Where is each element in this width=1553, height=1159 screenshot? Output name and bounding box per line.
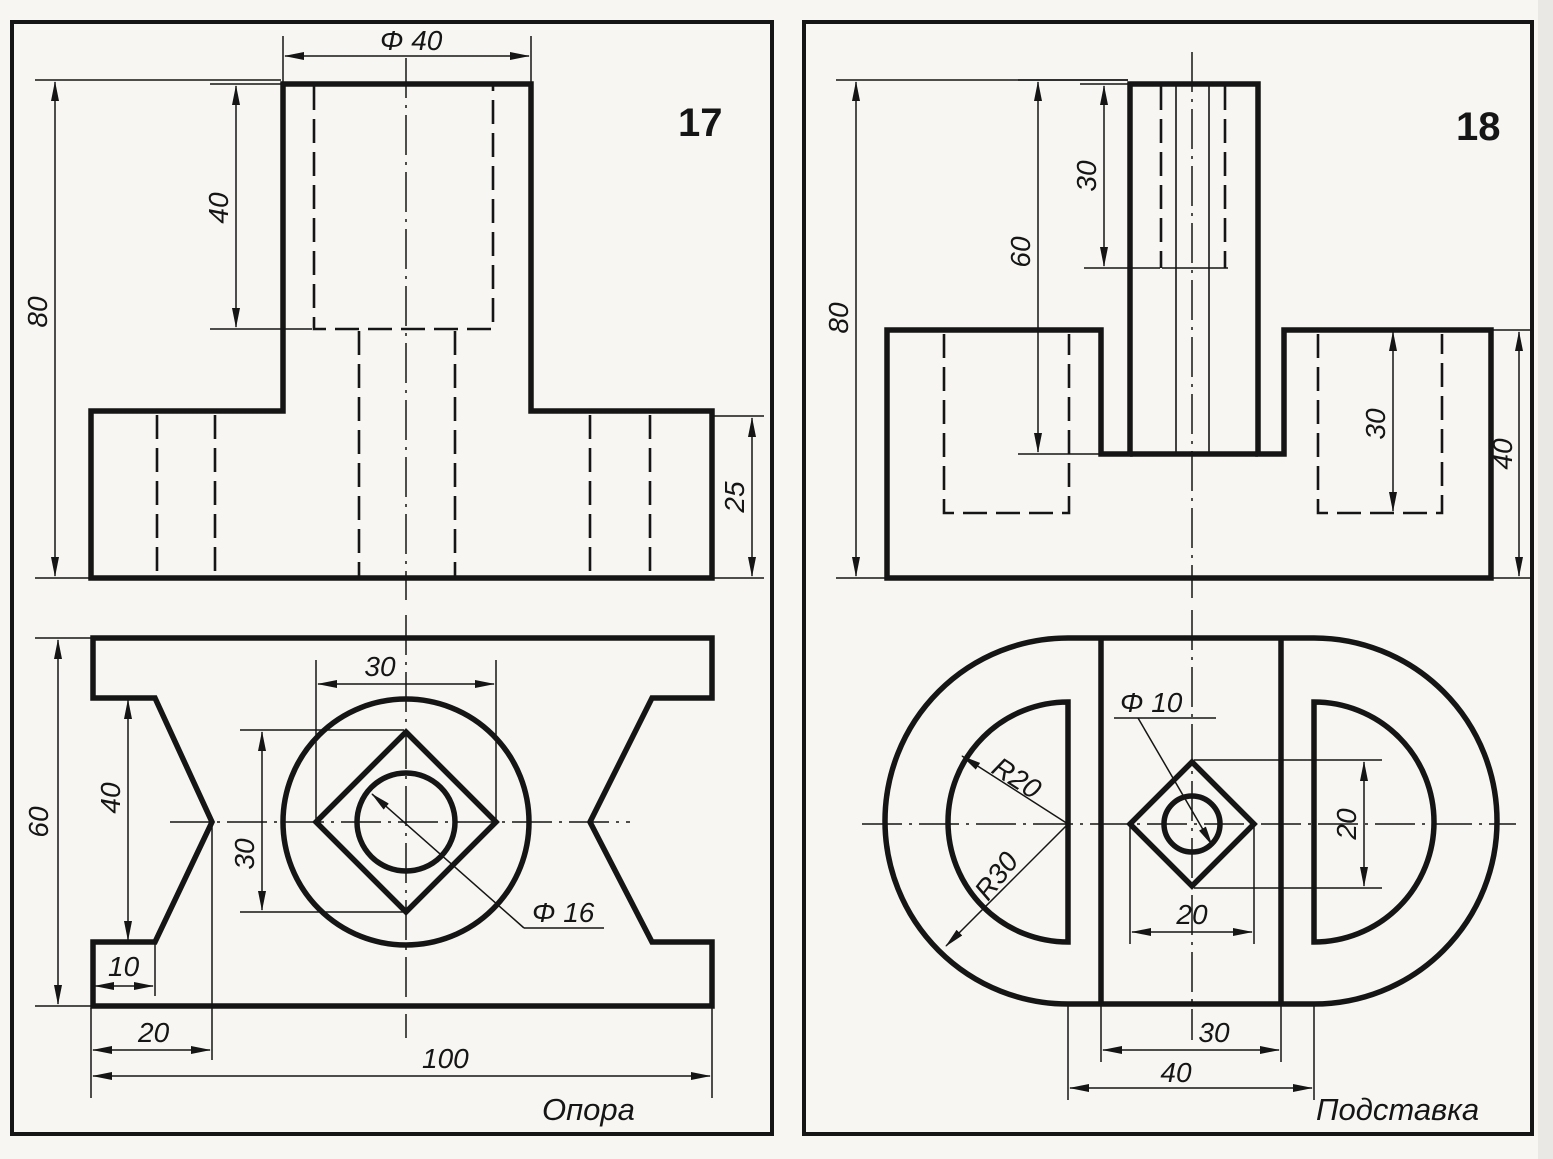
dim-80: 80 — [22, 296, 53, 328]
dim-40-bottom-18: 40 — [1160, 1057, 1192, 1088]
dim-40-right-18: 40 — [1487, 438, 1518, 470]
dim-20-horiz-18: 20 — [1175, 899, 1208, 930]
title-18: Подставка — [1316, 1092, 1479, 1127]
front-view-18: 30 60 80 30 40 — [823, 52, 1532, 598]
frame-17 — [10, 20, 774, 1136]
dim-30-right-18: 30 — [1360, 408, 1391, 440]
page-edge — [1538, 0, 1553, 1159]
dim-60-18: 60 — [1005, 236, 1036, 268]
dim-30-top: 30 — [364, 651, 396, 682]
dim-10: 10 — [108, 951, 140, 982]
dim-20: 20 — [137, 1017, 170, 1048]
title-17: Опора — [542, 1092, 635, 1127]
top-view-17: Φ 16 30 30 60 40 10 — [23, 615, 715, 1098]
drawing-number-18: 18 — [1456, 105, 1501, 149]
top-view-18: Φ 10 R20 R30 20 20 30 — [862, 610, 1516, 1100]
dim-r20: R20 — [987, 751, 1047, 805]
dim-phi16: Φ 16 — [532, 897, 595, 928]
dim-40-side: 40 — [95, 782, 126, 814]
drawing-number-17: 17 — [678, 101, 723, 145]
dim-100: 100 — [422, 1043, 469, 1074]
drawing-17: Φ 40 40 80 25 17 — [10, 20, 774, 1136]
dim-phi10: Φ 10 — [1120, 687, 1183, 718]
dim-25: 25 — [719, 481, 750, 514]
dim-30-side: 30 — [229, 838, 260, 870]
dim-30-bottom-18: 30 — [1198, 1017, 1230, 1048]
dim-30-top-18: 30 — [1071, 160, 1102, 192]
dim-80-18: 80 — [823, 302, 854, 334]
dim-phi40: Φ 40 — [380, 25, 443, 56]
dim-40-top: 40 — [203, 192, 234, 224]
drawing-18: 30 60 80 30 40 18 — [802, 20, 1534, 1136]
front-view-17: Φ 40 40 80 25 — [22, 25, 764, 600]
dim-20-vert-18: 20 — [1331, 808, 1362, 841]
dim-60: 60 — [23, 806, 54, 838]
